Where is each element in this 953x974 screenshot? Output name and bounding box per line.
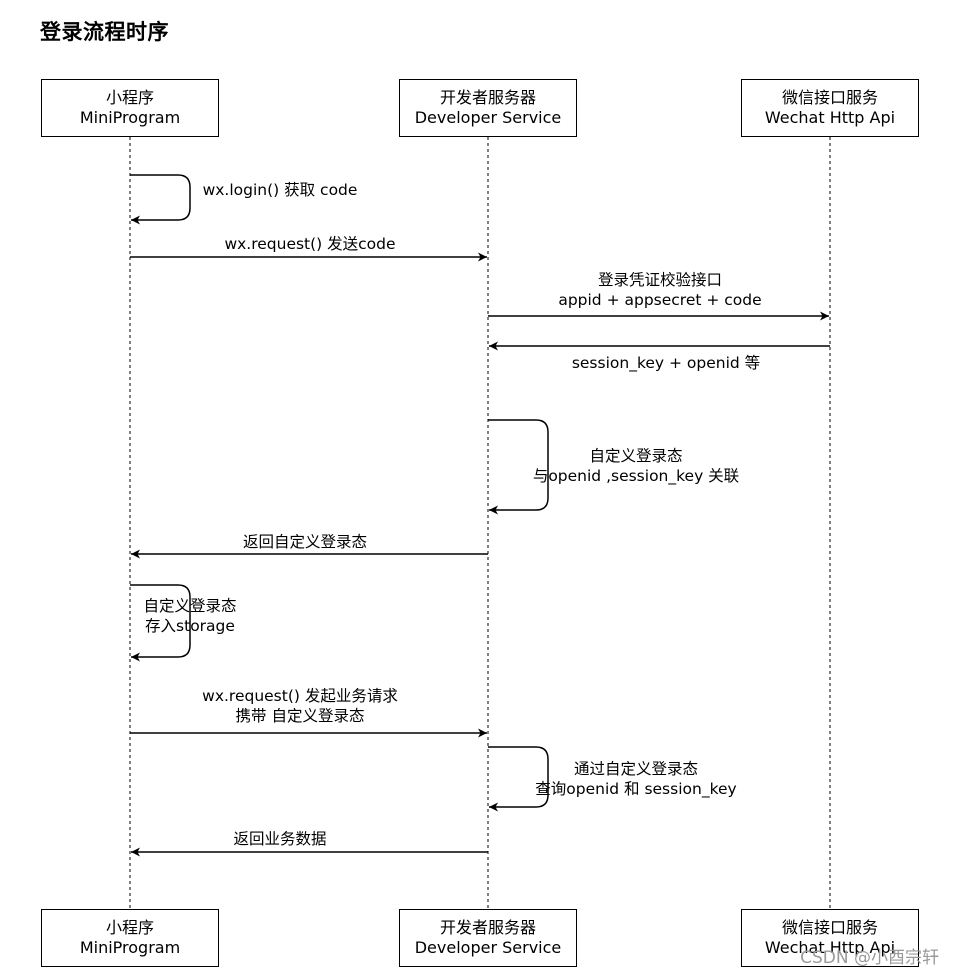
message-line: 通过自定义登录态 <box>573 760 698 778</box>
actor-sublabel: Developer Service <box>414 108 562 127</box>
actor-sublabel: MiniProgram <box>79 938 181 957</box>
actor-label: 微信接口服务 <box>781 88 878 107</box>
message-label-verify-request: 登录凭证校验接口 appid + appsecret + code <box>530 270 790 310</box>
message-label-return-data: 返回业务数据 <box>150 829 410 849</box>
actor-developer-service-bottom: 开发者服务器 Developer Service <box>399 909 577 967</box>
self-arrow-lookup <box>488 746 549 812</box>
actor-wechat-api-top: 微信接口服务 Wechat Http Api <box>741 79 919 137</box>
message-line: 携带 自定义登录态 <box>235 707 365 725</box>
self-arrow-wx-login <box>130 174 191 225</box>
actor-label: 开发者服务器 <box>439 88 536 107</box>
message-line: 自定义登录态 <box>589 447 683 465</box>
message-line: session_key + openid 等 <box>571 354 761 372</box>
self-arrow-custom-state <box>488 419 549 515</box>
message-label-lookup: 通过自定义登录态 查询openid 和 session_key <box>506 759 766 799</box>
page-title: 登录流程时序 <box>40 20 169 44</box>
message-line: 登录凭证校验接口 <box>597 271 722 289</box>
message-line: 存入storage <box>145 617 235 635</box>
actor-sublabel: Developer Service <box>414 938 562 957</box>
message-label-storage: 自定义登录态 存入storage <box>138 596 242 636</box>
actor-label: 小程序 <box>105 918 154 937</box>
actor-developer-service-top: 开发者服务器 Developer Service <box>399 79 577 137</box>
actor-label: 小程序 <box>105 88 154 107</box>
actor-sublabel: Wechat Http Api <box>764 938 896 957</box>
actor-label: 开发者服务器 <box>439 918 536 937</box>
message-label-send-code: wx.request() 发送code <box>180 234 440 254</box>
message-label-custom-state: 自定义登录态 与openid ,session_key 关联 <box>506 446 766 486</box>
message-line: 与openid ,session_key 关联 <box>532 467 740 485</box>
message-line: wx.login() 获取 code <box>202 181 358 199</box>
actor-label: 微信接口服务 <box>781 918 878 937</box>
message-line: appid + appsecret + code <box>558 291 762 309</box>
message-line: 返回自定义登录态 <box>242 533 367 551</box>
self-arrow-storage <box>130 584 191 662</box>
actor-miniprogram-top: 小程序 MiniProgram <box>41 79 219 137</box>
message-line: wx.request() 发送code <box>224 235 396 253</box>
message-label-return-state: 返回自定义登录态 <box>175 532 435 552</box>
actor-sublabel: MiniProgram <box>79 108 181 127</box>
message-label-wx-login: wx.login() 获取 code <box>190 180 370 200</box>
actor-sublabel: Wechat Http Api <box>764 108 896 127</box>
message-line: 返回业务数据 <box>233 830 327 848</box>
watermark: CSDN @小酉宗轩 <box>800 948 939 968</box>
message-line: wx.request() 发起业务请求 <box>202 687 398 705</box>
message-label-session-response: session_key + openid 等 <box>536 353 796 373</box>
actor-wechat-api-bottom: 微信接口服务 Wechat Http Api <box>741 909 919 967</box>
message-line: 自定义登录态 <box>143 597 237 615</box>
actor-miniprogram-bottom: 小程序 MiniProgram <box>41 909 219 967</box>
message-line: 查询openid 和 session_key <box>535 780 737 798</box>
message-label-business-request: wx.request() 发起业务请求 携带 自定义登录态 <box>160 686 440 726</box>
